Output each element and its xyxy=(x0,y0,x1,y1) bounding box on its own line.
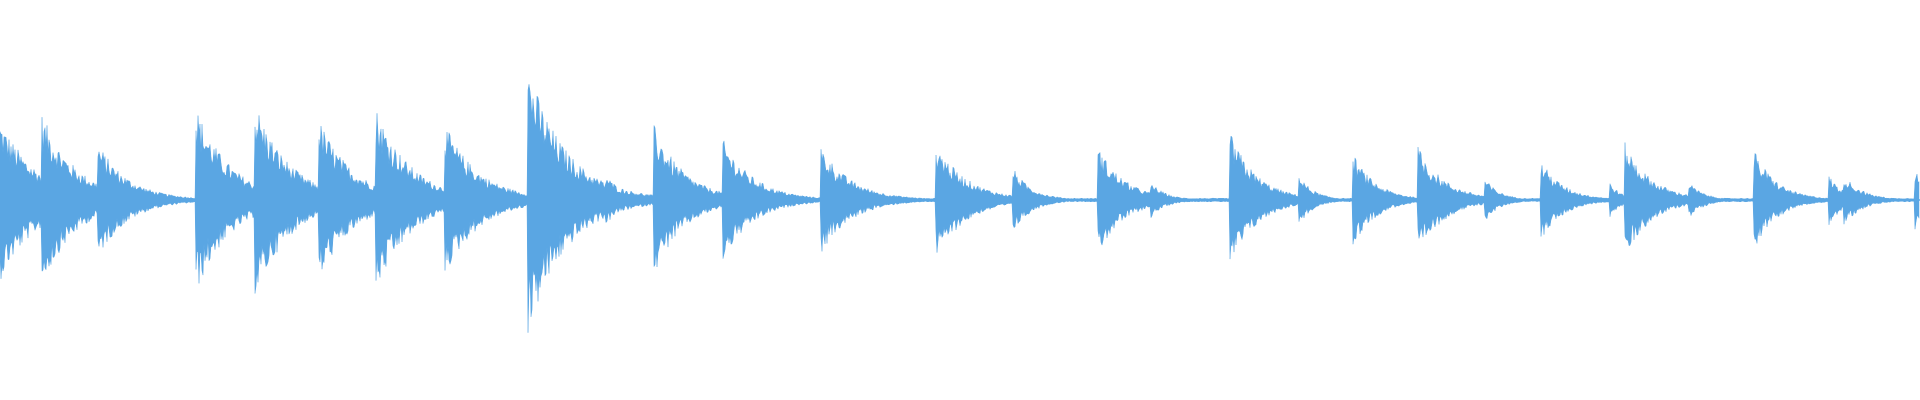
waveform-envelope xyxy=(0,84,1920,333)
